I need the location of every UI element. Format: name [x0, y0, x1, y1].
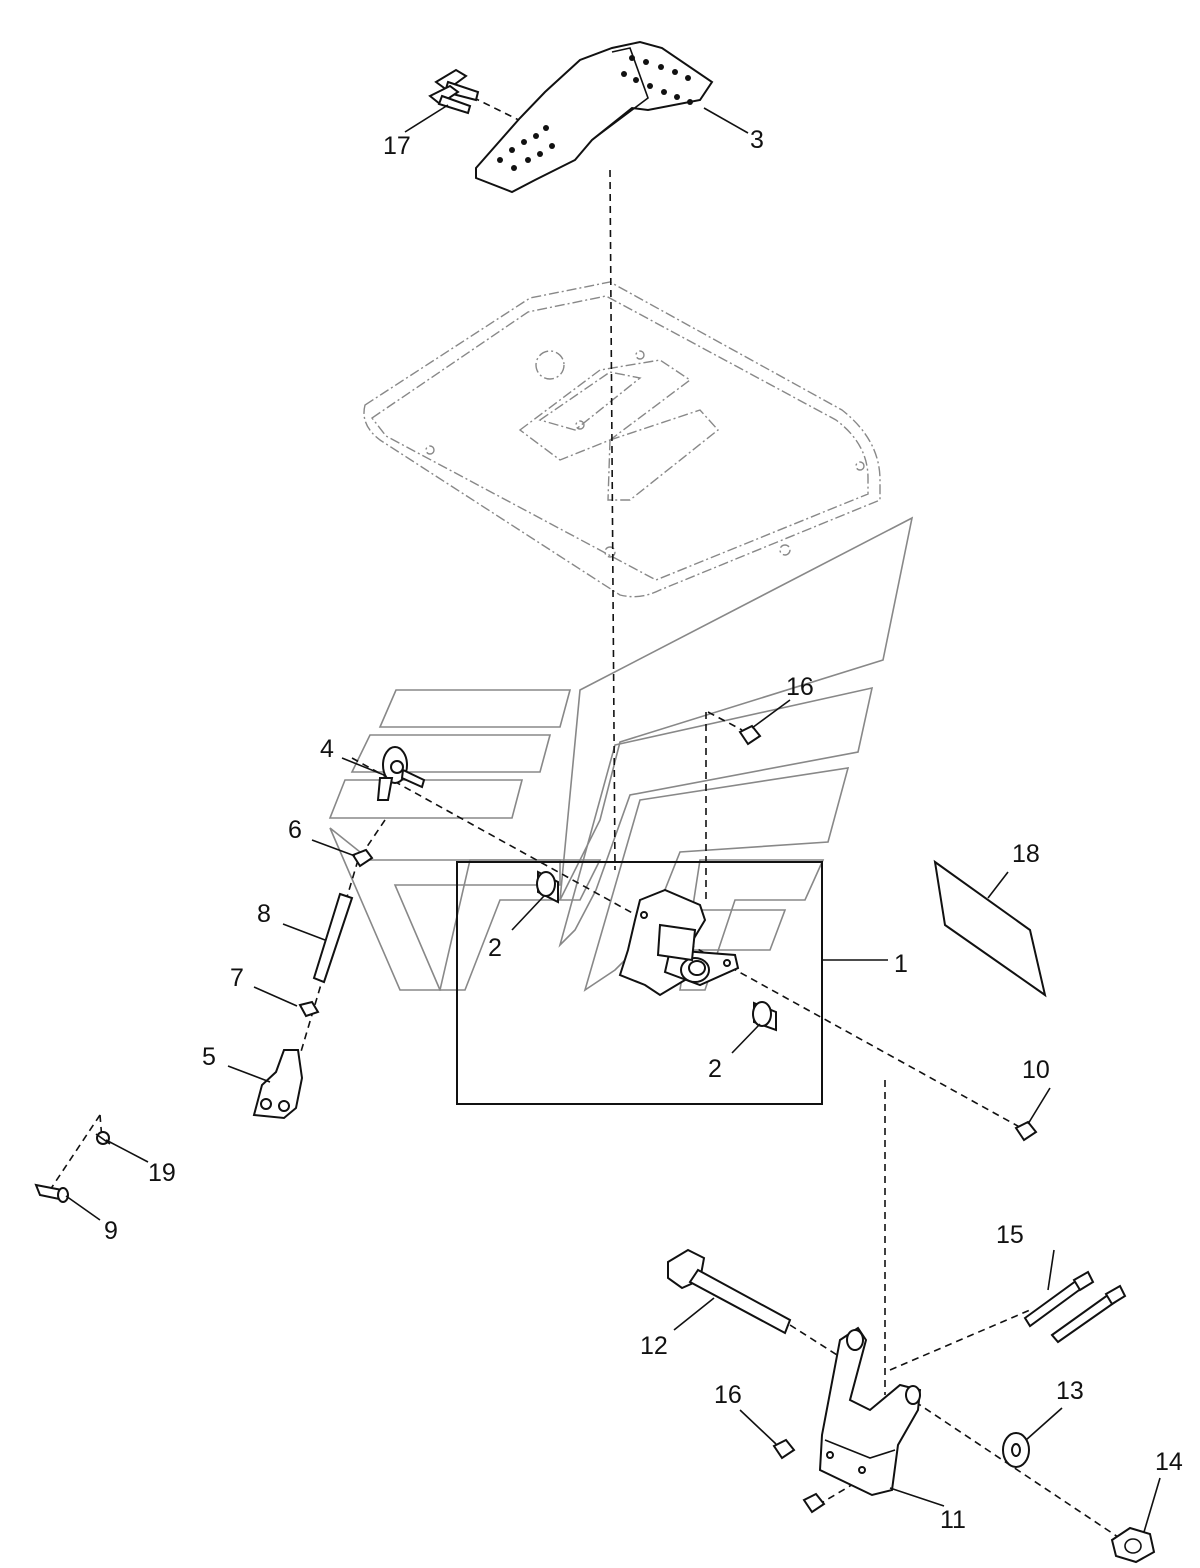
nut-part-16-upper [738, 724, 762, 746]
decal-part-18 [933, 859, 1047, 998]
assembly-lines [49, 91, 1131, 1546]
callout-2-lower: 2 [708, 1055, 722, 1083]
callout-1: 1 [894, 950, 908, 978]
bolt-part-12 [667, 1248, 792, 1335]
washer-part-13 [1002, 1432, 1030, 1468]
nut-part-14 [1110, 1526, 1156, 1564]
callout-16-lower: 16 [714, 1381, 742, 1409]
pedal-plate-part-3 [475, 40, 714, 194]
callout-labels: 17 3 16 4 6 18 8 2 1 7 5 2 10 19 9 15 12… [104, 126, 1183, 1534]
bolt-part-15 [1023, 1270, 1127, 1344]
rod-part-8 [312, 892, 354, 984]
callout-15: 15 [996, 1221, 1024, 1249]
pin-part-9 [34, 1183, 69, 1203]
callout-16-upper: 16 [786, 673, 814, 701]
callout-5: 5 [202, 1043, 216, 1071]
clevis-part-5 [252, 1049, 304, 1120]
bushing-part-2-lower [752, 1001, 777, 1032]
callout-13: 13 [1056, 1377, 1084, 1405]
callout-18: 18 [1012, 840, 1040, 868]
callout-3: 3 [750, 126, 764, 154]
callout-6: 6 [288, 816, 302, 844]
callout-9: 9 [104, 1217, 118, 1245]
nut-part-10 [1014, 1120, 1038, 1142]
callout-8: 8 [257, 900, 271, 928]
nut-part-16-lower [772, 1438, 826, 1514]
callout-12: 12 [640, 1332, 668, 1360]
callout-7: 7 [230, 964, 244, 992]
lower-bracket-part-11 [818, 1326, 922, 1497]
ball-joint-part-4 [376, 746, 426, 801]
floor-plate-phantom [363, 281, 881, 598]
callout-17: 17 [383, 132, 411, 160]
callout-11: 11 [940, 1506, 966, 1534]
pivot-bracket-part-1 [618, 888, 740, 997]
bushing-part-2-upper [536, 870, 559, 904]
jam-nut-part-7 [298, 1000, 320, 1018]
callout-10: 10 [1022, 1056, 1050, 1084]
jam-nut-part-6 [351, 848, 374, 868]
callout-4: 4 [320, 735, 334, 763]
assembly-group-box-part-1 [456, 861, 823, 1105]
bolt-part-17 [428, 68, 480, 115]
callout-19: 19 [148, 1159, 176, 1187]
leader-lines [65, 104, 1161, 1533]
background-logo-watermark [328, 516, 914, 992]
callout-2-upper: 2 [488, 934, 502, 962]
callout-14: 14 [1155, 1448, 1183, 1476]
clip-part-19 [95, 1131, 111, 1145]
